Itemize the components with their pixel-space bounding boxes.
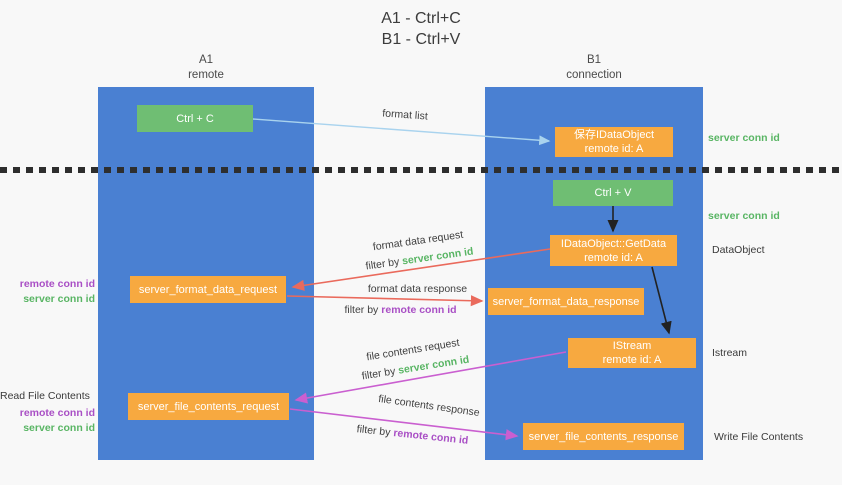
node-label-line: IDataObject::GetData	[560, 237, 667, 250]
server-conn-id-text: server conn id	[397, 353, 471, 377]
label-read-file-contents: Read File Contents	[0, 390, 90, 402]
node-label-line: remote id: A	[584, 251, 643, 264]
remote-conn-id-text: remote conn id	[381, 304, 457, 316]
title-line-2: B1 - Ctrl+V	[381, 31, 461, 48]
ctrl-c-node: Ctrl + C	[137, 105, 253, 132]
node-label: 保存IDataObject remote id: A	[574, 128, 654, 156]
istream-node: IStream remote id: A	[568, 338, 696, 368]
filter-by-text: filter by	[364, 255, 401, 273]
column-a-subtitle: remote	[188, 69, 224, 81]
label-format-data-response: format data response	[367, 283, 468, 295]
column-b-subtitle: connection	[566, 69, 622, 81]
label-dataobject: DataObject	[712, 244, 765, 256]
label-server-conn-id-right-mid: server conn id	[708, 210, 780, 222]
idataobject-getdata-node: IDataObject::GetData remote id: A	[550, 235, 677, 266]
node-label: IStream remote id: A	[603, 339, 662, 367]
node-label-line: remote id: A	[602, 354, 662, 366]
label-conn-ids-file-left: remote conn id server conn id	[0, 406, 95, 436]
server-format-data-request-node: server_format_data_request	[130, 276, 286, 303]
node-label-line: 保存IDataObject	[573, 129, 655, 141]
label-server-conn-id-right-top: server conn id	[708, 132, 780, 144]
remote-conn-id-text: remote conn id	[19, 407, 95, 419]
label-file-contents-response: file contents response	[377, 392, 481, 420]
title-line-1: A1 - Ctrl+C	[381, 10, 461, 27]
server-conn-id-text: server conn id	[23, 293, 95, 305]
arrow-format-data-response	[286, 295, 484, 307]
node-label: IDataObject::GetData remote id: A	[561, 237, 666, 265]
node-label-line: IStream	[612, 340, 652, 352]
column-a-id: A1	[198, 54, 214, 66]
ctrl-v-node: Ctrl + V	[553, 180, 673, 206]
save-idataobject-node: 保存IDataObject remote id: A	[555, 127, 673, 157]
server-conn-id-text: server conn id	[23, 422, 95, 434]
filter-by-text: filter by	[360, 365, 397, 383]
filter-by-text: filter by	[356, 423, 392, 439]
column-a-header: A1 remote	[98, 53, 314, 83]
remote-conn-id-text: remote conn id	[19, 278, 95, 290]
node-label-line: remote id: A	[584, 143, 644, 155]
column-b-header: B1 connection	[485, 53, 703, 83]
filter-by-text: filter by	[344, 304, 379, 316]
server-file-contents-response-node: server_file_contents_response	[523, 423, 684, 450]
label-istream: Istream	[712, 347, 748, 359]
remote-conn-id-text: remote conn id	[392, 427, 469, 447]
server-format-data-response-node: server_format_data_response	[488, 288, 644, 315]
label-write-file-contents: Write File Contents	[714, 431, 804, 443]
server-conn-id-text: server conn id	[401, 245, 475, 268]
label-conn-ids-format-left: remote conn id server conn id	[0, 277, 95, 307]
server-file-contents-request-node: server_file_contents_request	[128, 393, 289, 420]
label-format-list: format list	[381, 107, 429, 123]
page-title: A1 - Ctrl+C B1 - Ctrl+V	[0, 8, 842, 50]
column-b-id: B1	[586, 54, 602, 66]
copy-paste-divider-dotted-line	[0, 167, 842, 173]
